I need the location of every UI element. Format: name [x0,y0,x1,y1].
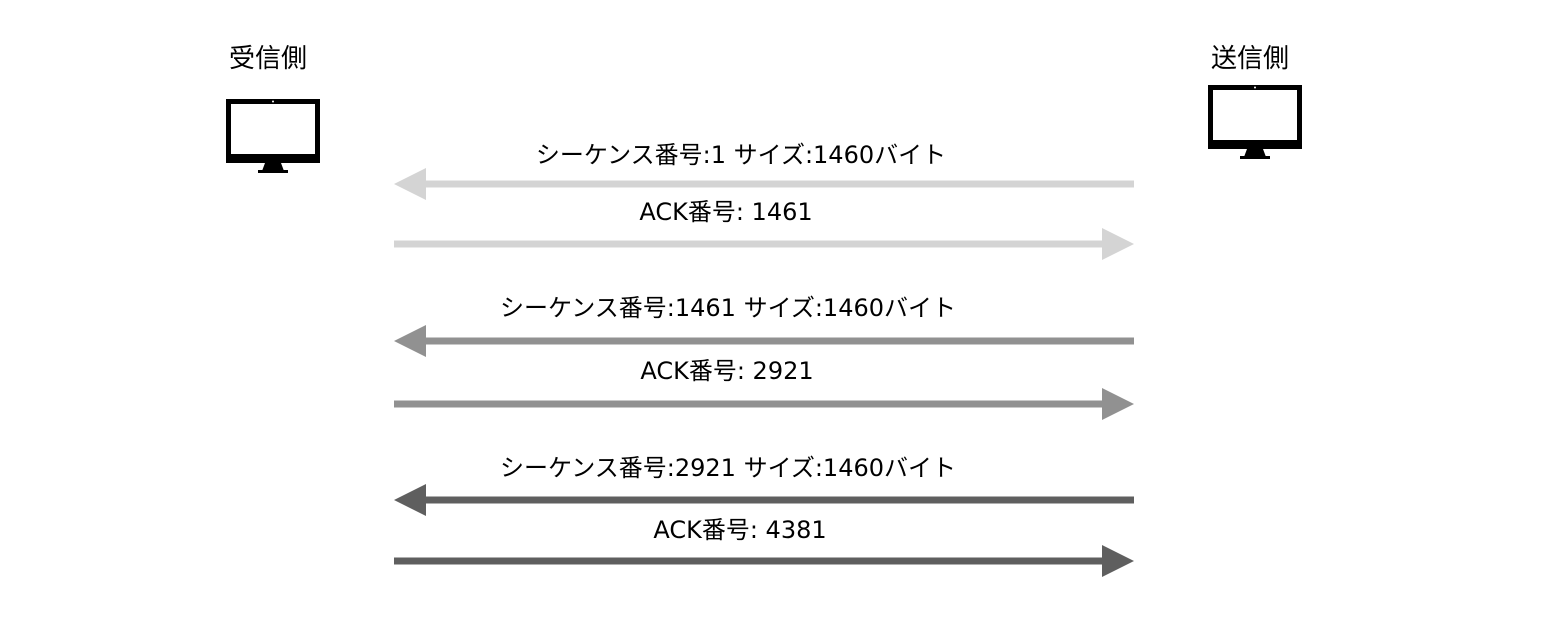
segment-label-3: シーケンス番号:2921 サイズ:1460バイト [499,454,957,482]
ack-arrow-2 [394,388,1134,420]
segment-label-2: シーケンス番号:1461 サイズ:1460バイト [499,294,957,322]
segment-arrow-2 [394,325,1134,357]
sender-label: 送信側 [1211,44,1290,74]
sender-monitor-icon [1208,85,1302,159]
ack-label-2: ACK番号: 2921 [640,357,814,385]
ack-arrow-3 [394,545,1134,577]
ack-label-3: ACK番号: 4381 [653,516,827,544]
receiver-monitor-icon [226,99,320,173]
ack-label-1: ACK番号: 1461 [639,198,813,226]
segment-label-1: シーケンス番号:1 サイズ:1460バイト [535,141,947,169]
segment-arrow-3 [394,484,1134,516]
ack-arrow-1 [394,228,1134,260]
segment-arrow-1 [394,168,1134,200]
receiver-label: 受信側 [229,44,308,74]
